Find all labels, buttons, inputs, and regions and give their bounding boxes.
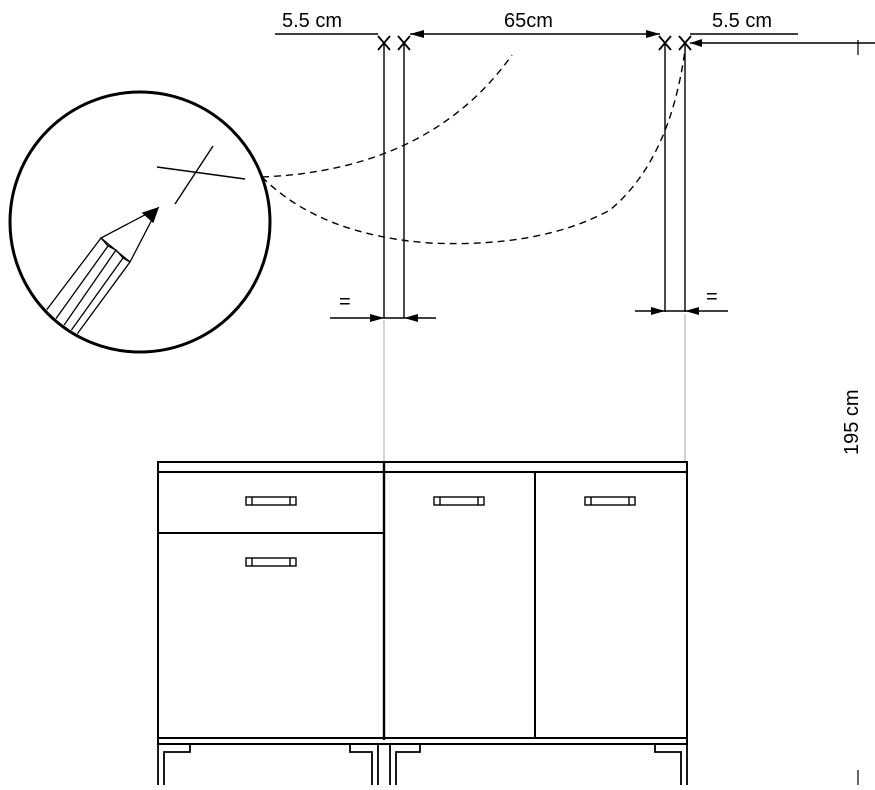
right-offset-label: 5.5 cm (712, 10, 772, 32)
top-dimension-group: 5.5 cm 65cm 5.5 cm (275, 10, 875, 47)
equal-right-label: = (706, 286, 718, 308)
cabinet (157, 461, 688, 785)
projection-lines (383, 314, 686, 462)
left-offset-label: 5.5 cm (282, 10, 342, 32)
middle-door-handle (433, 496, 485, 506)
vertical-guides (383, 43, 686, 318)
dashed-arcs (261, 49, 686, 245)
left-door-handle (245, 557, 297, 567)
pencil-mark-icon (8, 90, 272, 354)
equal-marker-right: = (635, 286, 728, 315)
cross-mark-icon (377, 35, 692, 51)
equal-marker-left: = (330, 291, 436, 322)
spacing-label: 65cm (504, 10, 553, 32)
handles (245, 496, 636, 567)
drawer-handle (245, 496, 297, 506)
height-label: 195 cm (841, 389, 863, 455)
equal-left-label: = (339, 291, 351, 313)
right-door-handle (584, 496, 636, 506)
